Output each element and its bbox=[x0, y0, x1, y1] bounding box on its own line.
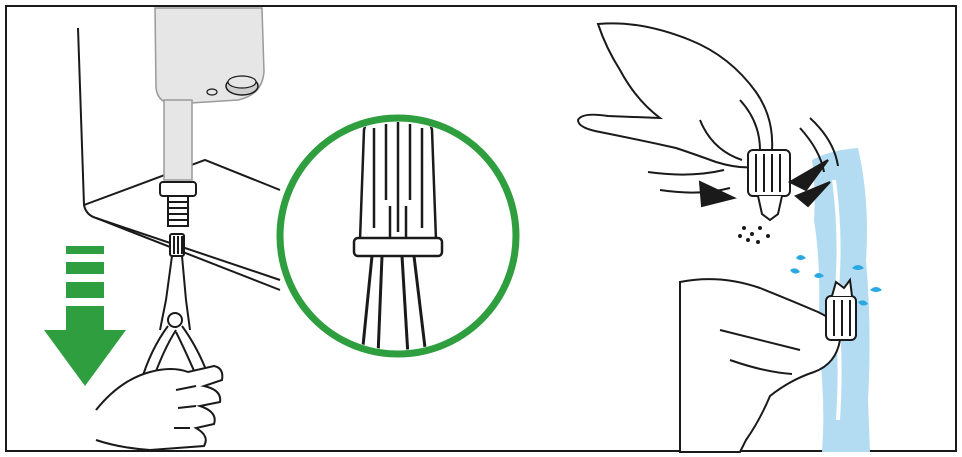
aerator-small bbox=[170, 234, 184, 256]
magnifier-callout-icon bbox=[280, 114, 516, 356]
